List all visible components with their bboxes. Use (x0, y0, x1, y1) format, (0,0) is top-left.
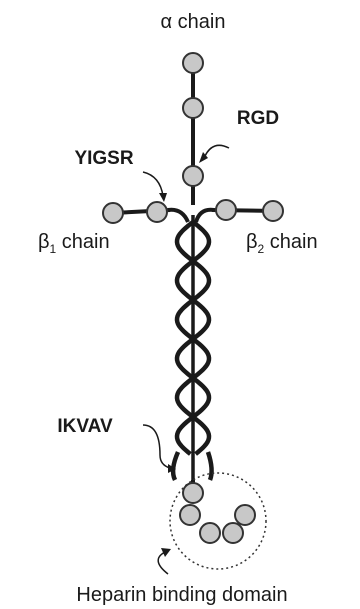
alpha-chain-label: α chain (161, 11, 226, 33)
beta2-symbol: β (246, 231, 258, 253)
heparin-arrowhead (161, 548, 171, 557)
beta2-chain-label: β2 chain (246, 231, 318, 256)
beta1-chain-label: β1 chain (38, 231, 110, 256)
ikvav-label: IKVAV (57, 416, 113, 437)
globule-beta2-2 (262, 200, 284, 222)
globule-g1 (182, 482, 204, 504)
heparin-domain-boundary (169, 472, 267, 570)
helix-end-left (170, 451, 181, 482)
globule-beta2-1 (215, 199, 237, 221)
globule-beta1-2 (146, 201, 168, 223)
beta1-symbol: β (38, 231, 50, 253)
globule-g2 (179, 504, 201, 526)
beta1-word: chain (56, 231, 109, 253)
globule-alpha-2 (182, 97, 204, 119)
globule-g3 (199, 522, 221, 544)
globule-beta1-1 (102, 202, 124, 224)
globule-g5 (234, 504, 256, 526)
ikvav-arrowhead (168, 464, 176, 473)
ikvav-arrow (142, 424, 171, 469)
beta2-junction (194, 207, 215, 223)
yigsr-arrow (142, 171, 164, 197)
rgd-label: RGD (237, 108, 279, 129)
yigsr-label: YIGSR (74, 148, 133, 169)
beta2-subscript: 2 (258, 242, 265, 256)
beta1-subscript: 1 (50, 242, 57, 256)
heparin-arrow (157, 551, 169, 575)
globule-alpha-3 (182, 165, 204, 187)
globule-alpha-1 (182, 52, 204, 74)
beta1-junction (167, 207, 190, 223)
helix-end-right (205, 451, 214, 481)
heparin-domain-label: Heparin binding domain (76, 584, 287, 606)
beta2-word: chain (264, 231, 317, 253)
rgd-arrowhead (199, 152, 208, 163)
rgd-arrow (204, 144, 230, 157)
yigsr-arrowhead (159, 193, 167, 202)
globule-g4 (222, 522, 244, 544)
